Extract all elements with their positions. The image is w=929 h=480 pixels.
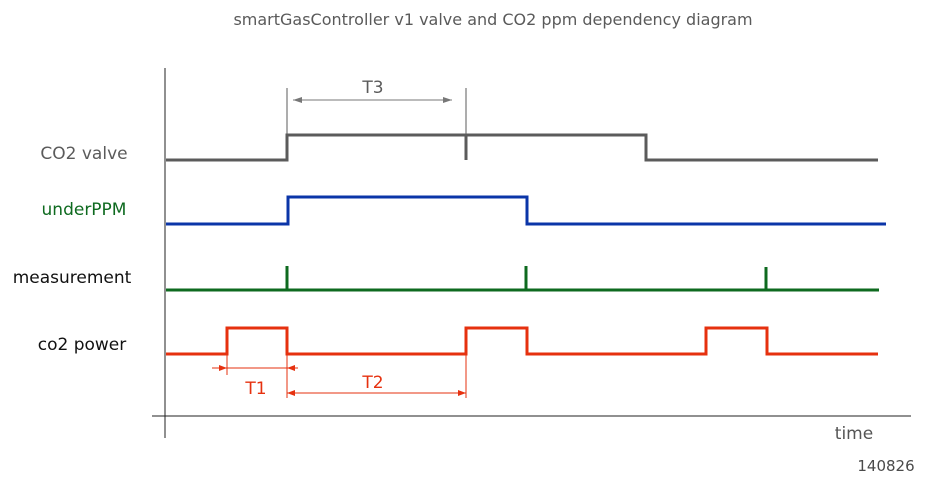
co2-valve-waveform (166, 133, 878, 162)
t1-left-arrow (219, 365, 227, 371)
t2-left-arrow (287, 390, 295, 396)
t2-label: T2 (361, 373, 383, 393)
under-ppm-waveform (166, 195, 886, 226)
t1-label: T1 (244, 379, 266, 399)
t3-left-arrow (293, 97, 302, 103)
signal-label-co2-power: co2 power (38, 335, 127, 355)
version-label: 140826 (857, 457, 914, 475)
t1-right-arrow (287, 365, 295, 371)
co2-power-waveform (166, 326, 878, 356)
time-axis-label: time (835, 424, 873, 444)
signal-label-co2-valve: CO2 valve (40, 144, 127, 164)
t3-right-arrow (443, 97, 452, 103)
t3-label: T3 (361, 78, 383, 98)
signal-label-under-ppm: underPPM (42, 200, 127, 220)
t2-right-arrow (458, 390, 466, 396)
diagram-title: smartGasController v1 valve and CO2 ppm … (233, 10, 752, 29)
signal-label-measurement: measurement (13, 268, 132, 288)
